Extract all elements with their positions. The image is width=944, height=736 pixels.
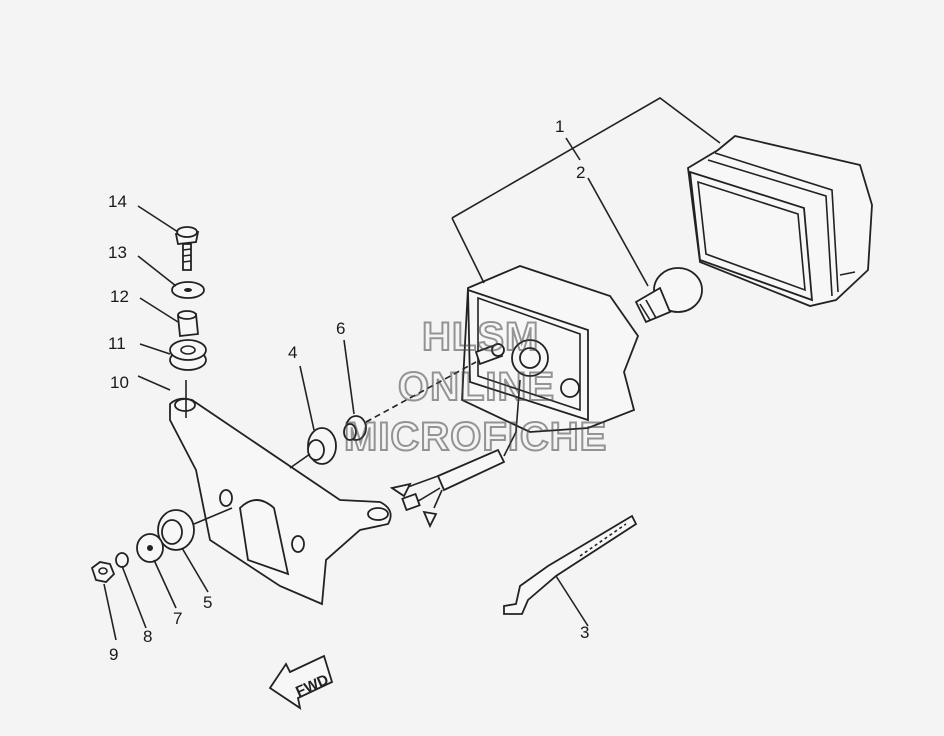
bolt-14 (137, 205, 200, 271)
collar-12 (139, 297, 199, 337)
callout-3: 3 (580, 623, 589, 642)
watermark-line-1: HLSM (422, 315, 539, 359)
grommet-5 (157, 507, 233, 593)
grommet-4 (289, 365, 337, 469)
callout-14: 14 (108, 192, 127, 211)
watermark-line-2: ONLINE (398, 365, 555, 409)
washer-7 (136, 533, 177, 609)
forward-direction-arrow: FWD (268, 654, 334, 710)
callout-13: 13 (108, 243, 127, 262)
callout-6: 6 (336, 319, 345, 338)
bulb (587, 177, 703, 324)
tail-light-lens (687, 135, 873, 307)
watermark: HLSM ONLINE MICROFICHE (343, 314, 607, 460)
callout-11: 11 (108, 334, 126, 353)
callout-12: 12 (110, 287, 129, 306)
wiring-harness (389, 379, 521, 529)
mounting-bracket (137, 375, 392, 606)
callout-10: 10 (110, 373, 129, 392)
watermark-line-3: MICROFICHE (344, 415, 607, 459)
lock-washer-8 (115, 552, 147, 629)
leader-1 (451, 97, 721, 284)
callout-2: 2 (576, 163, 585, 182)
nut-9 (90, 561, 117, 641)
callout-4: 4 (288, 343, 297, 362)
callout-7: 7 (173, 609, 182, 628)
nut-6 (343, 339, 477, 441)
callout-9: 9 (109, 645, 118, 664)
cable-tie (503, 514, 638, 627)
callout-1: 1 (555, 117, 564, 136)
callout-8: 8 (143, 627, 152, 646)
grommet-11 (139, 339, 207, 371)
washer-13 (137, 255, 205, 299)
callout-5: 5 (203, 593, 212, 612)
tail-light-housing (461, 265, 640, 433)
